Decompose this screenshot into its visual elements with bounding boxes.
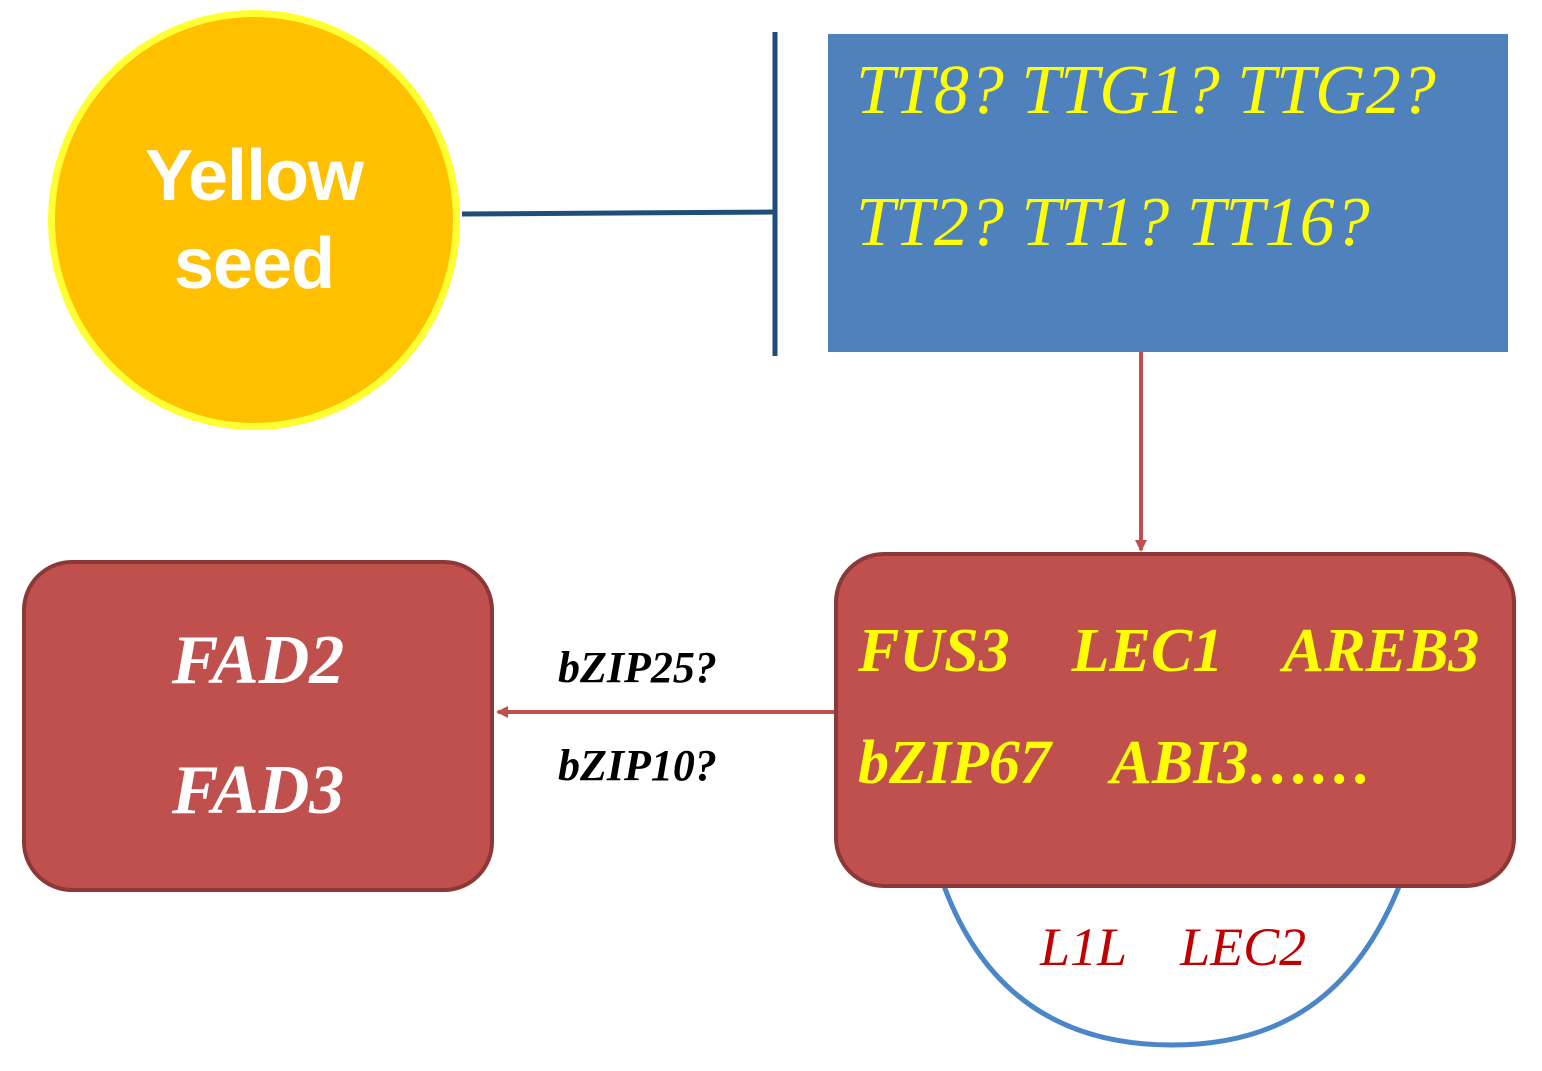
tt-gene-line-1: TT8? TTG1? TTG2? <box>856 52 1436 129</box>
edge-label-bzip25: bZIP25? <box>558 643 717 692</box>
fad-gene-box: FAD2 FAD3 <box>22 560 494 892</box>
fad-gene-line-2: FAD3 <box>171 752 345 829</box>
yellow-seed-label-line-1: Yellow <box>144 136 364 216</box>
yellow-seed-label-line-2: seed <box>173 224 335 304</box>
inhibition-line <box>461 209 776 217</box>
tt-gene-line-2: TT2? TT1? TT16? <box>856 184 1370 261</box>
yellow-seed-node: Yellow seed <box>48 10 460 430</box>
edge-label-bzip10: bZIP10? <box>558 741 717 790</box>
transcription-factor-line-2: bZIP67 ABI3…… <box>858 729 1373 797</box>
yellow-seed-label: Yellow seed <box>144 132 364 308</box>
transcription-factor-box: FUS3 LEC1 AREB3 bZIP67 ABI3…… <box>834 552 1516 888</box>
tt-gene-box: TT8? TTG1? TTG2? TT2? TT1? TT16? <box>828 34 1508 352</box>
loop-label: L1L LEC2 <box>1040 917 1307 977</box>
fad-gene-line-1: FAD2 <box>171 622 345 699</box>
transcription-factor-line-1: FUS3 LEC1 AREB3 <box>858 617 1480 685</box>
autoregulation-loop-arc <box>941 883 1403 1048</box>
